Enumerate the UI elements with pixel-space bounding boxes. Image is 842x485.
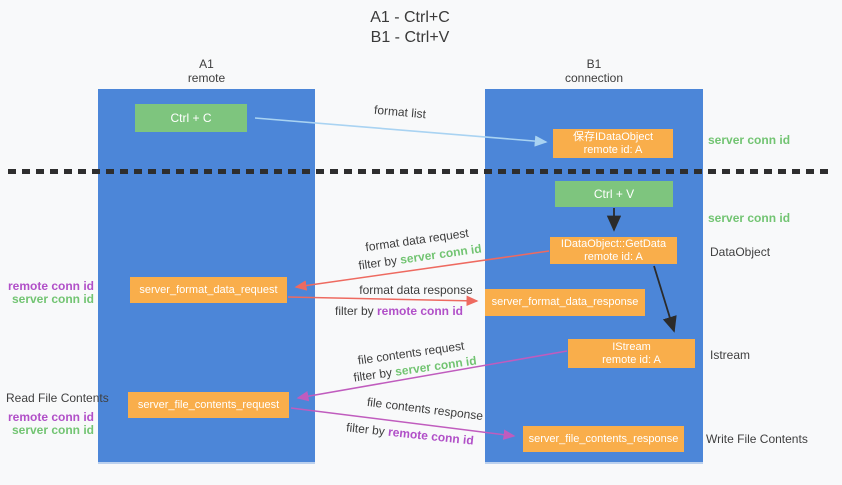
lifeline-b1-header: B1 connection [485,57,703,85]
lifeline-a1-header: A1 remote [98,57,315,85]
title-line-1: A1 - Ctrl+C [370,9,450,26]
diagram-title: A1 - Ctrl+C B1 - Ctrl+V [0,8,820,48]
node-server-file-contents-request: server_file_contents_request [128,392,289,418]
label-filter-remote-conn-id-2: filter by remote conn id [346,420,475,447]
title-line-2: B1 - Ctrl+V [370,29,450,46]
label-read-file-contents: Read File Contents [6,391,109,405]
filter-by-text: filter by [334,304,377,318]
node-ctrl-c-label: Ctrl + C [170,110,212,125]
label-file-contents-response: file contents response [366,394,484,424]
node-istream-line2: remote id: A [602,353,661,366]
arrow-format-data-response [287,295,479,307]
node-idataobject-getdata: IDataObject::GetData remote id: A [550,237,677,264]
label-format-data-response: format data response [359,283,473,297]
label-server-conn-id-format: server conn id [11,292,94,306]
node-file-request-label: server_file_contents_request [137,398,280,411]
label-filter-remote-conn-id-1: filter by remote conn id [335,304,463,318]
label-remote-conn-id-format: remote conn id [8,279,95,293]
node-format-request-label: server_format_data_request [139,283,278,296]
node-getdata-line1: IDataObject::GetData [560,237,667,250]
label-server-conn-id-top: server conn id [708,133,791,147]
filter-by-text: filter by [352,364,397,385]
node-getdata-line2: remote id: A [584,250,643,263]
node-server-file-contents-response: server_file_contents_response [523,426,684,452]
remote-conn-id-text: remote conn id [387,424,475,448]
label-format-list: format list [373,102,427,122]
node-format-response-label: server_format_data_response [491,296,639,308]
session-separator-line [8,169,830,174]
node-ctrl-v-label: Ctrl + V [593,186,635,201]
label-remote-conn-id-file: remote conn id [8,410,95,424]
lifeline-a1-role: remote [187,71,226,85]
node-file-response-label: server_file_contents_response [528,432,679,445]
filter-by-text: filter by [345,420,389,439]
label-server-conn-id-mid: server conn id [708,211,791,225]
node-ctrl-v: Ctrl + V [555,181,673,207]
filter-by-text: filter by [357,252,402,273]
node-istream: IStream remote id: A [568,339,695,368]
label-dataobject: DataObject [710,245,771,259]
node-save-idataobject-line2: remote id: A [583,143,643,156]
lifeline-b1-name: B1 [586,57,602,71]
label-server-conn-id-file: server conn id [11,423,94,437]
remote-conn-id-text: remote conn id [377,304,464,318]
lifeline-a1-name: A1 [199,57,214,71]
lifeline-b1-role: connection [564,71,624,85]
node-server-format-data-request: server_format_data_request [130,277,287,303]
label-write-file-contents: Write File Contents [706,432,808,446]
label-istream: Istream [710,348,751,362]
node-istream-line1: IStream [612,340,651,353]
node-server-format-data-response: server_format_data_response [485,289,645,316]
node-ctrl-c: Ctrl + C [135,104,247,132]
node-save-idataobject-line1: 保存IDataObject [572,130,654,143]
node-save-idataobject: 保存IDataObject remote id: A [553,129,673,158]
